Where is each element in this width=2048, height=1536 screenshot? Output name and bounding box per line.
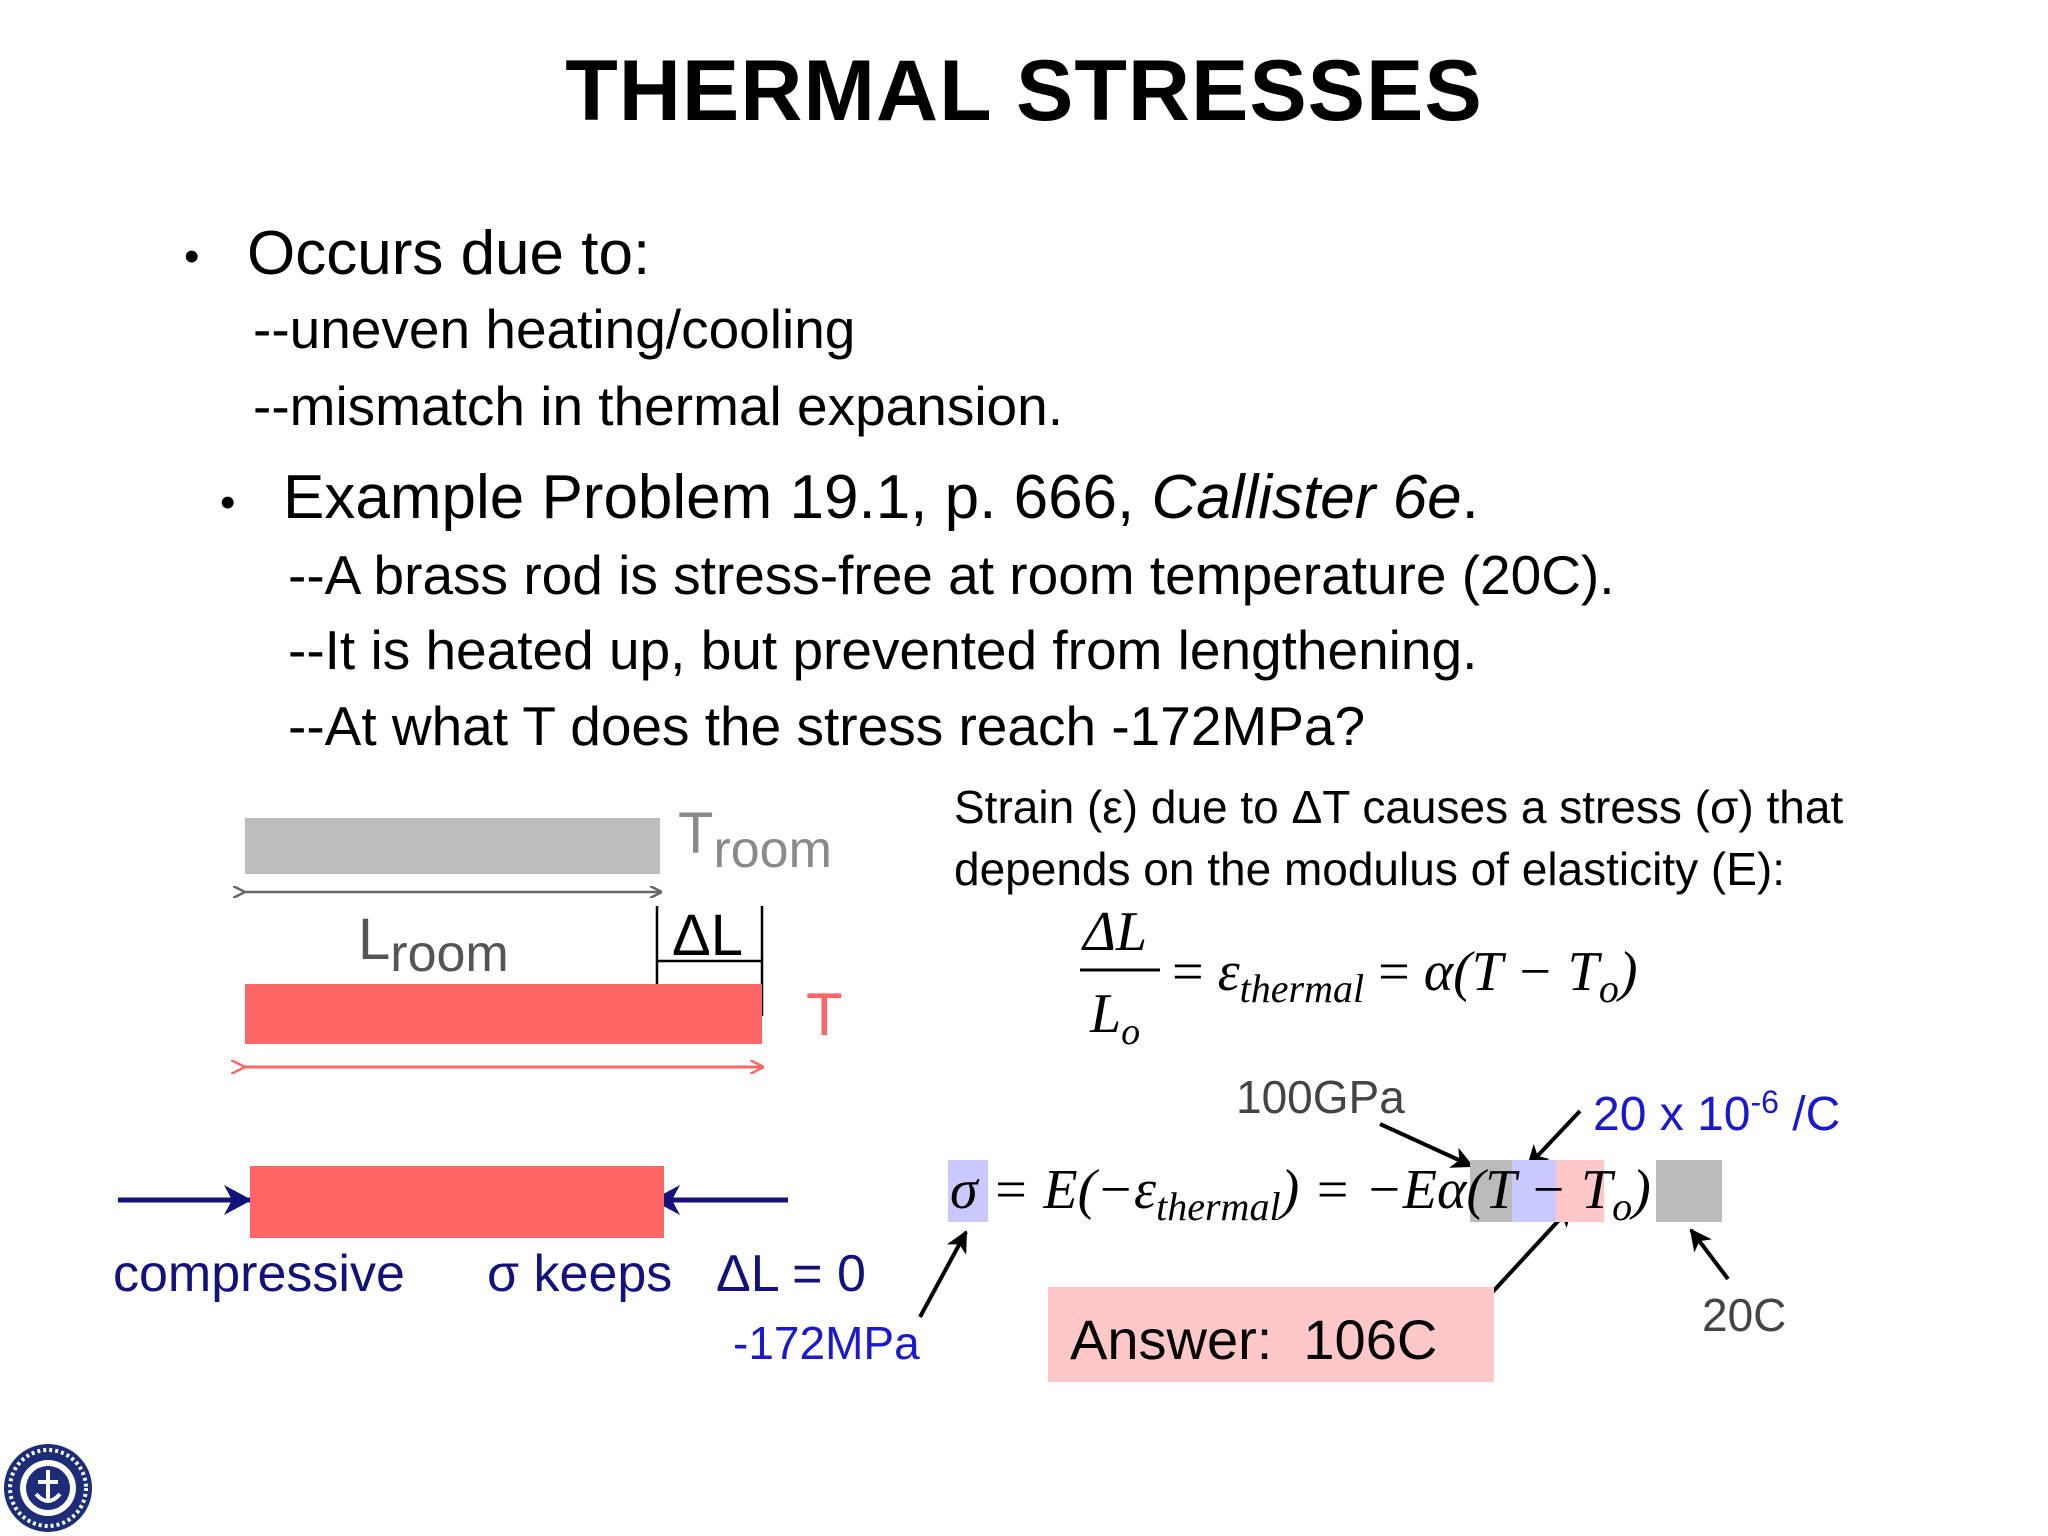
eq2-To: T (1581, 1159, 1613, 1221)
alpha-annotation: 20 x 10-6 /C (1593, 1084, 1840, 1142)
eq1-den-sub: o (1121, 1011, 1141, 1054)
example-text: Example Problem 19.1, p. 666, (283, 463, 1152, 532)
eq2-E: E (1402, 1159, 1438, 1221)
eq1-rhs: = εthermal = α(T − To) (1172, 940, 1637, 1012)
temperature-highlight (1556, 1160, 1604, 1222)
university-seal-logo (4, 1444, 92, 1532)
lroom-sub: room (390, 925, 509, 983)
modulus-pointer-arrow (1379, 1122, 1474, 1168)
lroom-label: Lroom (358, 906, 509, 983)
modulus-annotation: 100GPa (1236, 1071, 1405, 1123)
t0-pointer-arrow (1689, 1228, 1730, 1281)
eq2-alpha: α (1437, 1159, 1467, 1221)
eq2-mid-2: ) = − (1280, 1159, 1403, 1221)
sub-bullet-brass: --A brass rod is stress-free at room tem… (288, 544, 1615, 606)
bullet-example: Example Problem 19.1, p. 666, Callister … (283, 462, 1479, 533)
alpha-unit: /C (1778, 1088, 1841, 1141)
eq2-eps-sub: thermal (1156, 1184, 1281, 1230)
alpha-highlight (1512, 1160, 1556, 1222)
explanation-line-2: depends on the modulus of elasticity (E)… (954, 843, 1786, 895)
sub-bullet-heated: --It is heated up, but prevented from le… (288, 619, 1478, 681)
sigma-highlight (948, 1160, 988, 1222)
bullet-dot: • (220, 478, 236, 527)
sigma-keeps-label: σ keeps (487, 1245, 673, 1303)
explanation-line-1: Strain (ε) due to ΔT causes a stress (σ)… (954, 781, 1844, 833)
modulus-highlight (1470, 1160, 1512, 1222)
eq1-epsilon: ε (1217, 941, 1240, 1003)
eq1-close: ) (1618, 941, 1638, 1003)
delta-l-label: ΔL (672, 903, 743, 968)
eq1-alpha-term: α(T − T (1423, 941, 1599, 1003)
t0-highlight (1656, 1160, 1722, 1222)
example-book: Callister 6e (1151, 463, 1462, 532)
eq2-open: ( (1466, 1159, 1486, 1221)
t0-annotation: 20C (1702, 1289, 1787, 1341)
lroom-L: L (358, 907, 391, 972)
alpha-exponent: -6 (1750, 1084, 1779, 1120)
answer-box: Answer: 106C (1048, 1287, 1494, 1382)
stress-pointer-arrow (918, 1230, 968, 1318)
bullet-occurs: Occurs due to: (247, 219, 651, 288)
room-temp-bar (245, 818, 660, 874)
eq2-minus: − (1515, 1159, 1582, 1221)
eq1-equals-2: = (1378, 941, 1410, 1003)
eq2-close: ) (1632, 1159, 1651, 1221)
eq1-rhs-sub: o (1598, 966, 1619, 1012)
sub-bullet-uneven: --uneven heating/cooling (253, 298, 856, 360)
eq2-T: T (1485, 1159, 1516, 1221)
eq2: σ = E(−εthermal) = −Eα(T − To) (950, 1158, 1651, 1230)
eq2-sigma: σ (950, 1159, 978, 1221)
alpha-pointer-arrow (1526, 1109, 1582, 1168)
eq1-eps-sub: thermal (1239, 966, 1365, 1012)
eq2-To-sub: o (1612, 1184, 1633, 1230)
eq1-denominator: Lo (1090, 982, 1140, 1054)
troom-label: Troom (678, 800, 832, 879)
eq1-numerator: ΔL (1083, 901, 1148, 963)
stress-value-label: -172MPa (733, 1317, 920, 1369)
troom-sub: room (713, 821, 832, 879)
constrained-bar (250, 1166, 664, 1238)
bullet-dot: • (184, 232, 200, 281)
answer-text: Answer: 106C (1070, 1308, 1438, 1371)
heated-bar (245, 984, 762, 1044)
eq1-equals: = (1172, 941, 1204, 1003)
t-label: T (806, 981, 843, 1048)
troom-T: T (678, 801, 714, 866)
sub-bullet-mismatch: --mismatch in thermal expansion. (253, 375, 1064, 437)
compressive-label: compressive (113, 1245, 405, 1303)
example-period: . (1461, 463, 1479, 532)
sub-bullet-question: --At what T does the stress reach -172MP… (288, 695, 1366, 757)
eq2-mid: = E(−ε (991, 1159, 1157, 1221)
alpha-base: 20 x 10 (1593, 1088, 1751, 1141)
eq1-den-L: L (1090, 983, 1122, 1045)
page-title: THERMAL STRESSES (565, 43, 1483, 139)
delta-l-zero-label: ΔL = 0 (716, 1245, 866, 1303)
